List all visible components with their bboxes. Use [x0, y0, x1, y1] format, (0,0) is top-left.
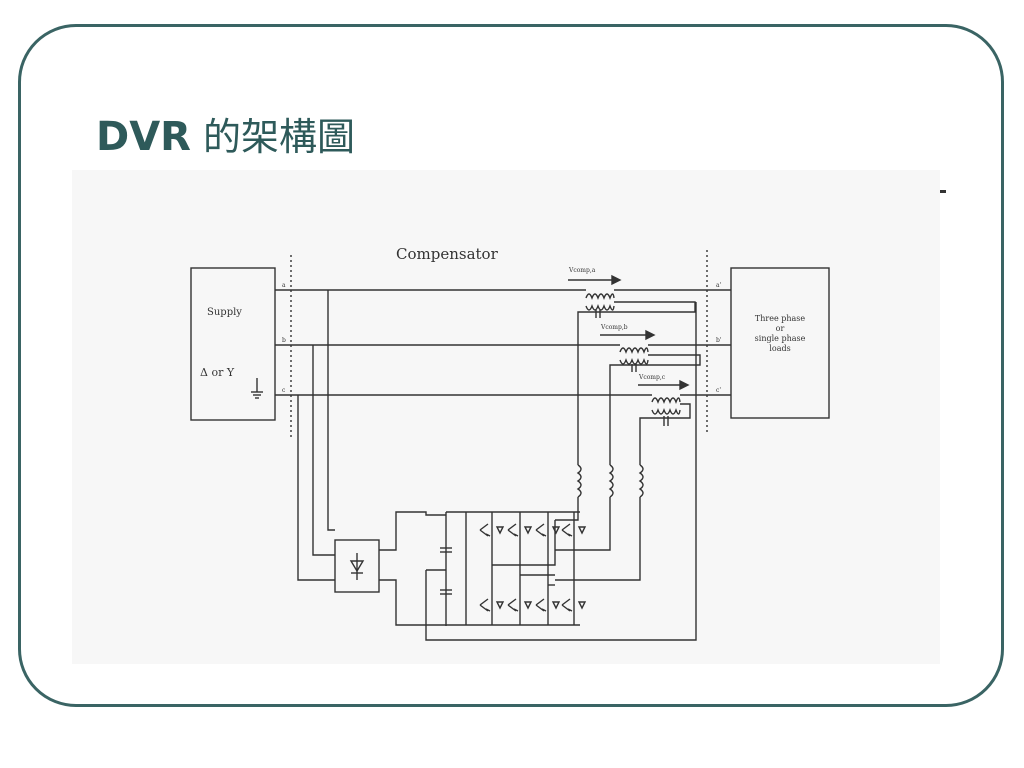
- filter-inductor-b: [555, 464, 614, 551]
- filter-inductor-a: [555, 464, 582, 521]
- compensator-label: Compensator: [396, 245, 499, 263]
- inverter-leg-3: [535, 512, 561, 625]
- title-architecture: 的架構圖: [202, 115, 355, 159]
- vcomp-b-label: Vcomp,b: [600, 324, 628, 331]
- leg-output-a: [492, 520, 556, 566]
- load-label-line-2: or: [776, 324, 785, 333]
- series-transformer-b: [619, 347, 649, 372]
- phase-b-winding-lead: [609, 354, 701, 465]
- load-label-line-1: Three phase: [755, 314, 805, 323]
- vcomp-c-arrow: [638, 379, 690, 391]
- dc-link-negative: [379, 579, 446, 626]
- supply-box: [190, 267, 276, 421]
- phase-c-out-label: c': [716, 387, 721, 394]
- inverter-leg-2: [507, 512, 533, 625]
- phase-c-winding-lead: [639, 403, 691, 465]
- vcomp-c-label: Vcomp,c: [638, 374, 666, 381]
- phase-c-in-label: c: [282, 387, 286, 394]
- phase-a-winding-lead: [577, 301, 696, 465]
- series-transformer-c: [651, 397, 681, 426]
- ground-icon: [251, 378, 263, 399]
- rectifier-box: [334, 539, 380, 593]
- vcomp-a-label: Vcomp,a: [568, 267, 596, 274]
- feeder-b: [312, 345, 335, 556]
- load-label-line-4: loads: [769, 344, 790, 353]
- title-dvr: DVR: [96, 114, 191, 160]
- dash-mark: [938, 190, 946, 193]
- vcomp-a-arrow: [568, 274, 622, 286]
- filter-inductor-c: [555, 464, 644, 581]
- feeder-a: [327, 290, 335, 531]
- phase-b-out-label: b': [716, 337, 722, 344]
- diagram-background: [72, 170, 940, 664]
- dc-link-positive: [379, 511, 446, 551]
- load-box: [730, 267, 830, 419]
- rectifier-diode-icon: [349, 553, 365, 580]
- neutral-return: [425, 302, 697, 641]
- supply-connection-label: Δ or Y: [200, 366, 235, 379]
- vcomp-b-arrow: [600, 329, 656, 341]
- inverter-leg-4: [561, 512, 587, 625]
- series-transformer-a: [585, 293, 615, 318]
- phase-a-out-label: a': [716, 282, 722, 289]
- load-label-line-3: single phase: [755, 334, 806, 343]
- inverter-leg-1: [479, 512, 505, 625]
- supply-label: Supply: [207, 307, 242, 318]
- feeder-c: [297, 395, 335, 581]
- phase-a-in-label: a: [282, 282, 286, 289]
- slide-frame: [18, 24, 1004, 707]
- phase-b-in-label: b: [282, 337, 286, 344]
- slide-title: DVR 的架構圖: [96, 106, 355, 166]
